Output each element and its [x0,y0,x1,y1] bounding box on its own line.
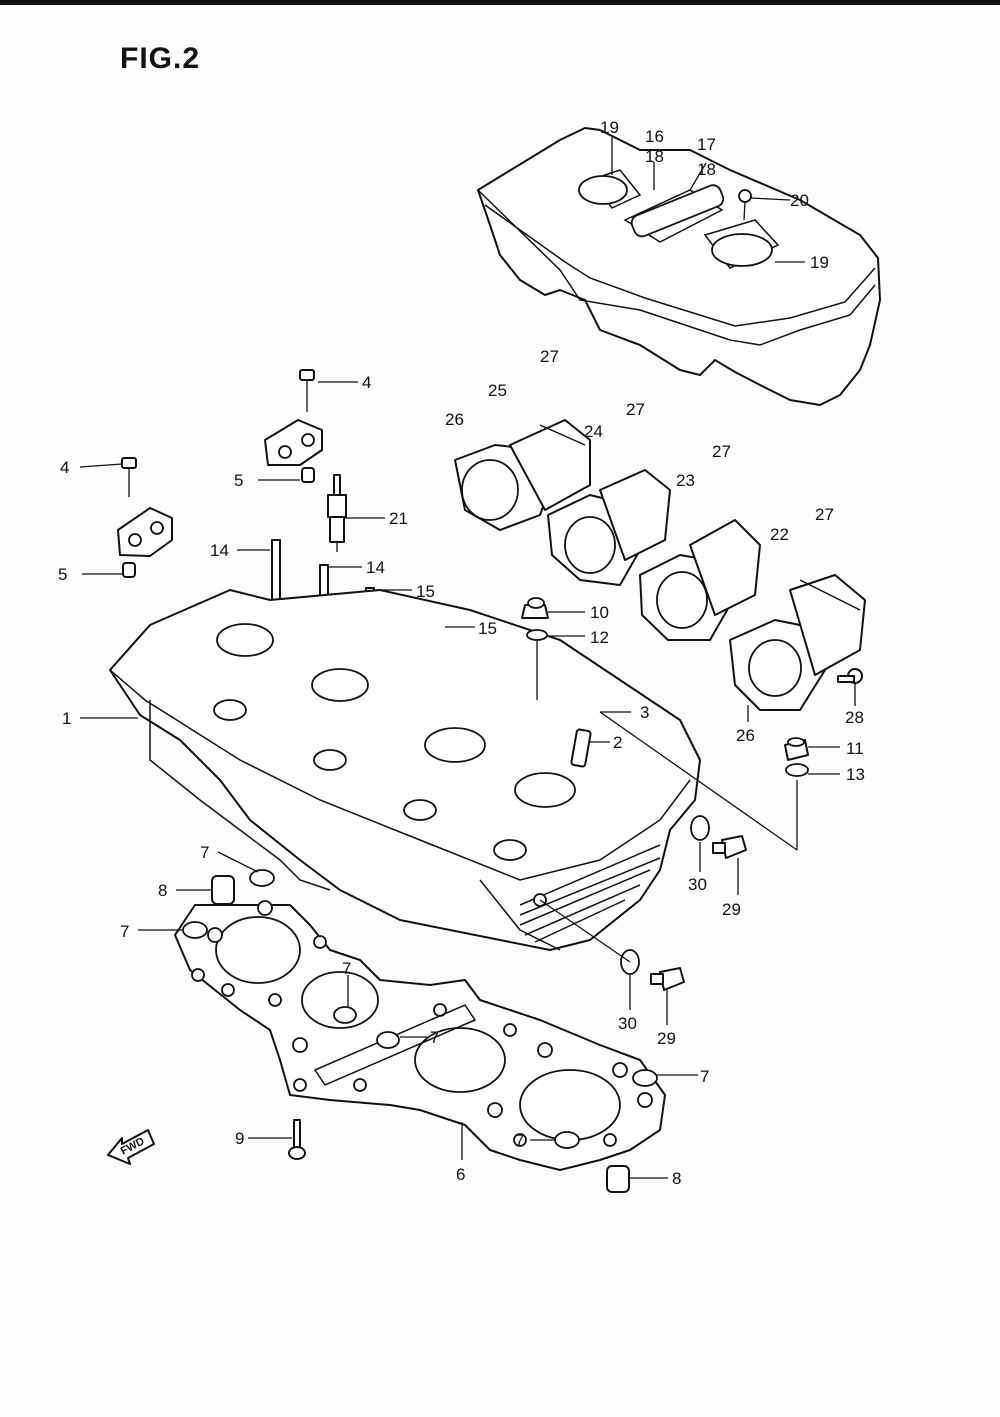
cap-nut-11 [784,737,809,761]
callout-label: 27 [815,505,834,524]
intake-pipe-23 [639,519,761,641]
callout-label: 8 [672,1169,681,1188]
callout-label: 9 [235,1129,244,1148]
callout-label: 23 [676,471,695,490]
forward-arrow-icon: FWD [107,1129,155,1165]
callout-label: 7 [200,843,209,862]
washer-12 [526,629,548,641]
callout-label: 5 [234,471,243,490]
intake-pipe-25 [454,419,591,531]
callout-label: 14 [210,541,229,560]
spark-plug [327,474,347,552]
cap-nut-10 [521,597,549,619]
callout-label: 29 [722,900,741,919]
callout-label: 8 [158,881,167,900]
callout-label: 19 [600,118,619,137]
callout-label: 16 [645,127,664,146]
callout-label: 4 [362,373,371,392]
callout-label: 22 [770,525,789,544]
head-gasket [174,900,666,1171]
callout-label: 1 [62,709,71,728]
callout-label: 19 [810,253,829,272]
callout-label: 17 [697,135,716,154]
callout-label: 3 [640,703,649,722]
callout-label: 4 [60,458,69,477]
callout-label: 7 [120,922,129,941]
gasket-30-upper [690,815,710,841]
washer-13 [785,763,809,777]
plug-29-upper [712,835,747,859]
callout-label: 27 [626,400,645,419]
cam-cap-lower [117,457,173,578]
seal-7-a [249,869,275,887]
callout-label: 21 [389,509,408,528]
dowel-pin-8-upper [211,875,235,905]
union-2 [570,728,592,768]
callout-label: 11 [846,739,864,758]
callout-label: 26 [736,726,755,745]
callout-label: 27 [540,347,559,366]
callout-label: 18 [645,147,664,166]
callout-label: 18 [697,160,716,179]
callout-label: 30 [618,1014,637,1033]
callout-label: 28 [845,708,864,727]
cylinder-head-cover [477,127,881,406]
callout-label: 25 [488,381,507,400]
callout-label: 2 [613,733,622,752]
figure-title: FIG.2 [120,42,201,75]
dowel-pin-8-lower [606,1165,630,1193]
bolt-9 [288,1119,306,1160]
callout-label: 5 [58,565,67,584]
plug-29-lower [650,967,685,991]
callout-label: 20 [790,191,809,210]
callout-label: 12 [590,628,609,647]
callout-label: 15 [478,619,497,638]
callout-label: 29 [657,1029,676,1048]
screw-28 [837,668,863,684]
callout-label: 10 [590,603,609,622]
top-border [0,0,1000,5]
intake-pipe-22 [729,574,866,711]
callout-label: 7 [430,1028,439,1047]
callout-label: 30 [688,875,707,894]
leader-3 [599,711,798,851]
callout-label: 26 [445,410,464,429]
callout-label: 7 [700,1067,709,1086]
cam-cap-upper [264,369,323,483]
callout-label: 7 [515,1131,524,1150]
leader-lines [79,135,856,1179]
callout-label: 6 [456,1165,465,1184]
intake-pipe-24 [547,469,671,586]
callout-label: 14 [366,558,385,577]
callout-label: 15 [416,582,435,601]
callout-label: 13 [846,765,865,784]
cylinder-head [109,589,701,951]
callout-label: 27 [712,442,731,461]
callout-labels: 19 16 18 17 18 20 19 4 27 25 26 27 24 27… [58,118,865,1188]
callout-label: 24 [584,422,603,441]
cover-gasket-set [578,175,773,267]
callout-label: 7 [342,959,351,978]
